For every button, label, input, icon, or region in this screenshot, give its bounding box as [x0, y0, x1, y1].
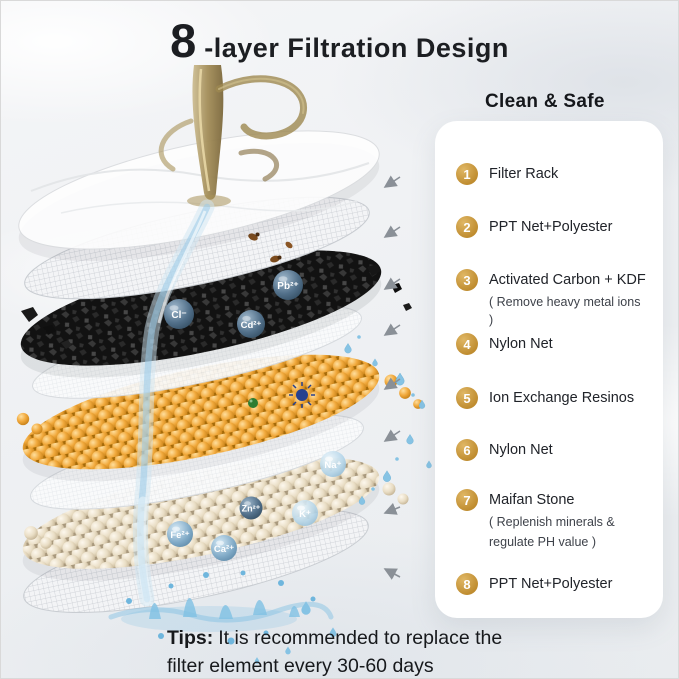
- item-number-badge: 4: [456, 333, 478, 355]
- layer-list-item: 6 Nylon Net: [456, 439, 646, 461]
- item-label: PPT Net+Polyester: [489, 576, 613, 592]
- item-label: Filter Rack: [489, 166, 559, 182]
- water-splash: [108, 570, 337, 664]
- item-number-badge: 3: [456, 269, 478, 291]
- svg-text:Ca²⁺: Ca²⁺: [214, 544, 234, 555]
- ion-bubble-cl: Cl⁻: [164, 299, 194, 329]
- item-label: PPT Net+Polyester: [489, 219, 613, 235]
- item-label: Ion Exchange Resinos: [489, 390, 635, 406]
- title-number: 8: [170, 14, 198, 67]
- layer-list-item: 4 Nylon Net: [456, 333, 646, 355]
- layer-list-item: 7 Maifan Stone ( Replenish minerals & regul…: [456, 489, 646, 551]
- item-number-badge: 8: [456, 573, 478, 595]
- trapped-debris: [248, 232, 293, 263]
- svg-text:Cl⁻: Cl⁻: [171, 310, 186, 321]
- contaminant-particles: [248, 382, 315, 408]
- item-number-badge: 2: [456, 216, 478, 238]
- layer-list-item: 5 Ion Exchange Resinos: [456, 387, 646, 409]
- pointer-arrow: [383, 175, 401, 188]
- item-number-badge: 7: [456, 489, 478, 511]
- tips-note: Tips:It is recommended to replace the fi…: [167, 625, 503, 678]
- layer-list-item: 3 Activated Carbon + KDF ( Remove heavy me…: [456, 269, 646, 329]
- layer-list-item: 8 PPT Net+Polyester: [456, 573, 646, 595]
- pointer-arrow: [383, 323, 401, 336]
- pointer-arrow: [383, 568, 401, 580]
- page-title: 8-layer Filtration Design: [1, 13, 678, 68]
- item-number-badge: 5: [456, 387, 478, 409]
- item-sublabel: ( Remove heavy metal ions ): [489, 295, 641, 327]
- svg-text:K⁺: K⁺: [299, 509, 311, 520]
- item-label: Activated Carbon + KDF: [489, 272, 646, 288]
- ion-bubble-fe: Fe²⁺: [167, 521, 193, 547]
- ion-bubble-ca: Ca²⁺: [211, 535, 237, 561]
- filtered-water-stream: [132, 199, 215, 607]
- pointer-arrows: [383, 175, 401, 580]
- item-label: Nylon Net: [489, 336, 553, 352]
- tips-label: Tips:: [167, 627, 214, 649]
- item-sublabel: regulate PH value ): [489, 535, 597, 549]
- item-number-badge: 1: [456, 163, 478, 185]
- layer-maifan-stone: [22, 457, 409, 581]
- ion-bubble-k: K⁺: [292, 500, 318, 526]
- item-number-badge: 6: [456, 439, 478, 461]
- ion-bubble-na: Na⁺: [320, 451, 346, 477]
- svg-text:Zn²⁺: Zn²⁺: [242, 504, 261, 514]
- ion-bubble-pb: Pb²⁺: [273, 270, 303, 300]
- pointer-arrow: [383, 502, 401, 515]
- svg-text:Pb²⁺: Pb²⁺: [277, 281, 298, 292]
- dirty-water-pour: [158, 65, 307, 207]
- layer-list-item: 1 Filter Rack: [456, 163, 646, 185]
- svg-text:Fe²⁺: Fe²⁺: [170, 530, 189, 541]
- item-label: Nylon Net: [489, 442, 553, 458]
- pointer-arrow: [383, 377, 401, 390]
- ion-bubble-zn: Zn²⁺: [239, 496, 263, 520]
- title-text: -layer Filtration Design: [204, 33, 509, 63]
- item-sublabel: ( Replenish minerals &: [489, 515, 615, 529]
- water-droplets: [344, 335, 432, 505]
- carbon-chunks: [21, 264, 412, 349]
- tips-text: It is recommended to replace the filter …: [167, 627, 503, 677]
- item-label: Maifan Stone: [489, 492, 575, 508]
- pointer-arrow: [383, 277, 401, 290]
- panel-heading: Clean & Safe: [485, 91, 605, 112]
- svg-text:Na⁺: Na⁺: [324, 460, 341, 471]
- pointer-arrow: [383, 225, 401, 238]
- ion-bubble-cd: Cd²⁺: [237, 310, 265, 338]
- pointer-arrow: [383, 429, 401, 442]
- svg-text:Cd²⁺: Cd²⁺: [241, 320, 262, 331]
- layer-list-item: 2 PPT Net+Polyester: [456, 216, 646, 238]
- filter-layers-diagram: Cl⁻ Pb²⁺ Cd²⁺ Na⁺ Zn²⁺ K⁺: [16, 65, 432, 664]
